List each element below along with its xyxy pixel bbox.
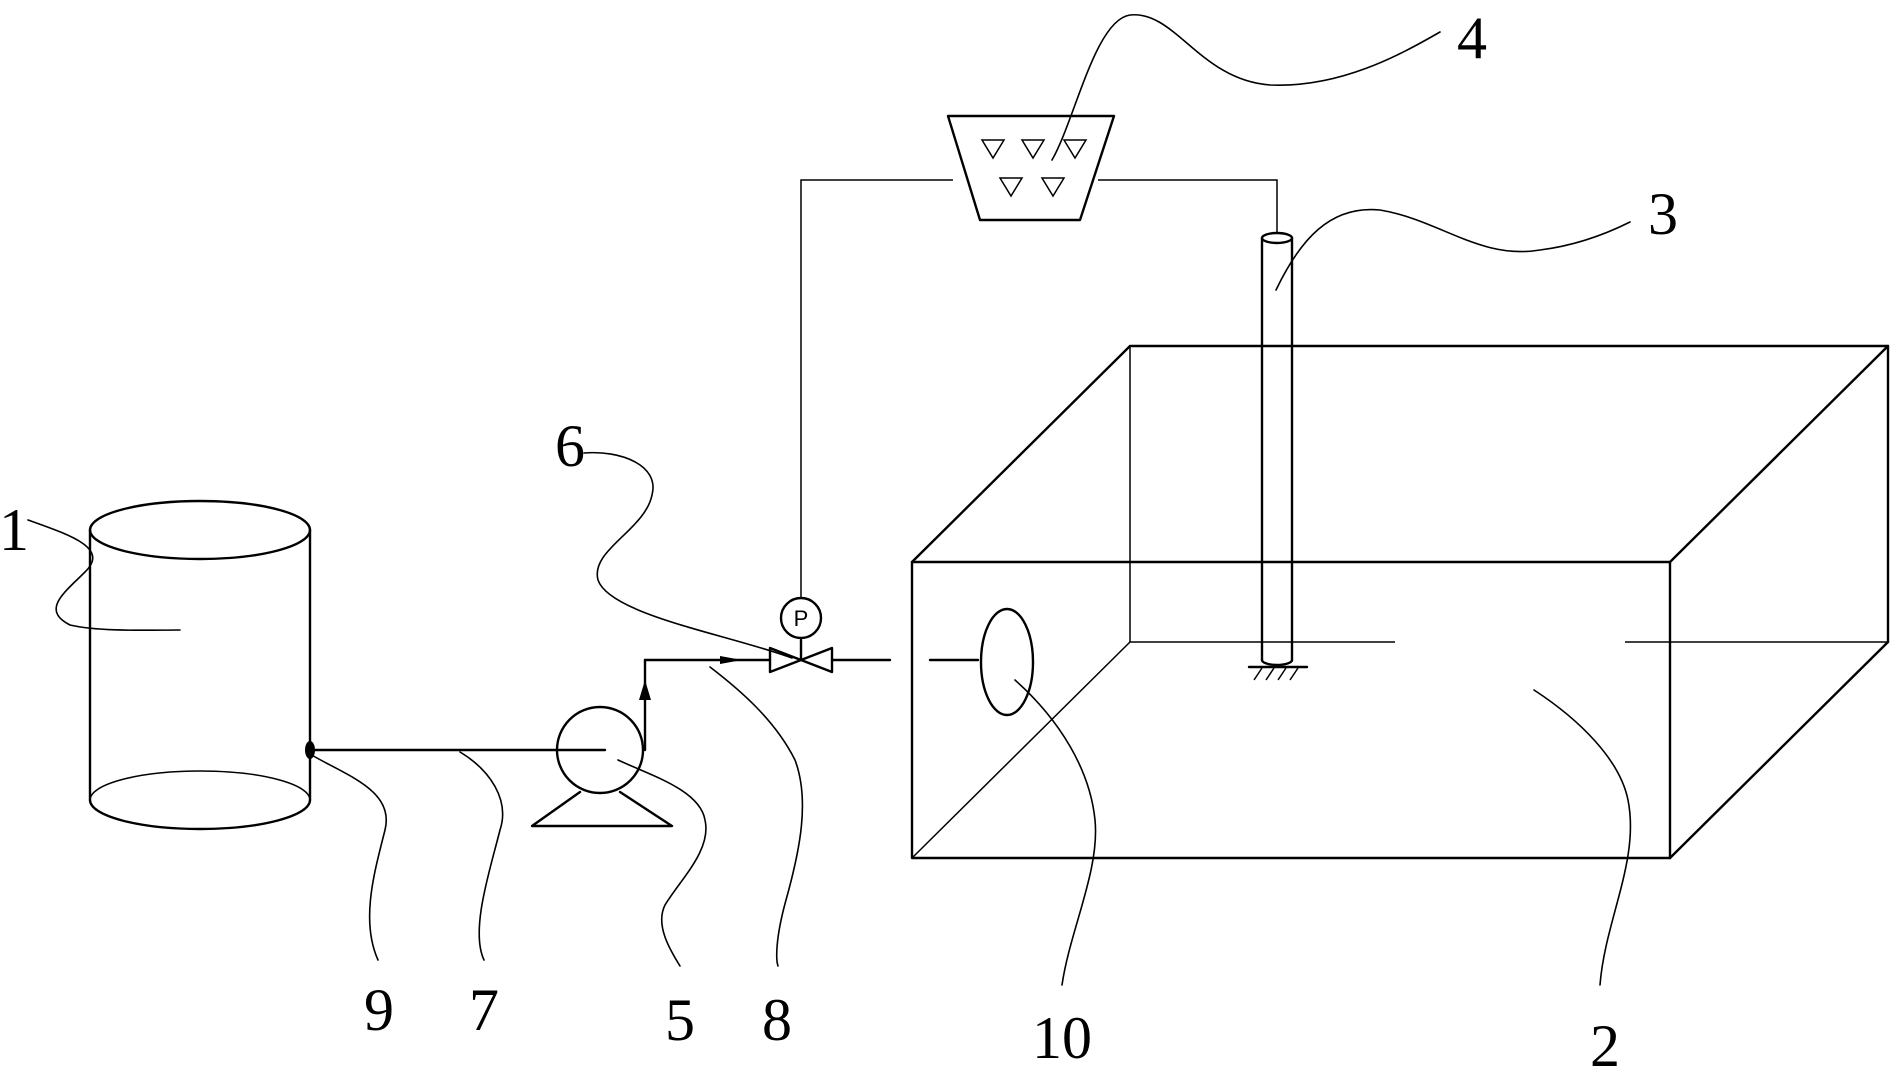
label-6: 6 bbox=[555, 413, 585, 479]
leader-4 bbox=[1051, 14, 1441, 161]
label-7: 7 bbox=[469, 977, 499, 1043]
leader-6 bbox=[583, 451, 793, 659]
leader-3 bbox=[1275, 208, 1631, 291]
reference-numerals: 1 2 3 4 5 6 7 8 9 10 bbox=[0, 5, 1678, 1076]
pressure-gauge: P bbox=[779, 596, 823, 640]
label-10: 10 bbox=[1032, 1005, 1092, 1071]
leader-1 bbox=[27, 519, 181, 632]
label-3: 3 bbox=[1648, 181, 1678, 247]
label-2: 2 bbox=[1590, 1013, 1620, 1076]
leader-9 bbox=[309, 753, 388, 961]
leader-10 bbox=[1014, 679, 1097, 986]
leader-2 bbox=[1533, 689, 1632, 986]
water-basin bbox=[910, 344, 1890, 860]
level-probe bbox=[1247, 231, 1309, 681]
signal-line bbox=[800, 179, 1278, 598]
discharge-pipe bbox=[643, 656, 980, 664]
control-valve bbox=[768, 638, 834, 674]
label-5: 5 bbox=[665, 987, 695, 1053]
controller bbox=[946, 114, 1116, 222]
label-8: 8 bbox=[762, 987, 792, 1053]
label-4: 4 bbox=[1457, 5, 1487, 71]
leader-8 bbox=[709, 666, 804, 967]
leader-5 bbox=[617, 759, 707, 967]
tank-outlet-fitting bbox=[305, 741, 315, 759]
basin-inlet-port bbox=[979, 607, 1035, 717]
label-9: 9 bbox=[364, 977, 394, 1043]
storage-tank bbox=[88, 499, 312, 831]
pressure-gauge-symbol: P bbox=[794, 606, 809, 631]
label-1: 1 bbox=[0, 497, 29, 563]
leader-lines bbox=[27, 14, 1632, 986]
pump bbox=[530, 658, 674, 828]
leader-7 bbox=[459, 751, 504, 961]
